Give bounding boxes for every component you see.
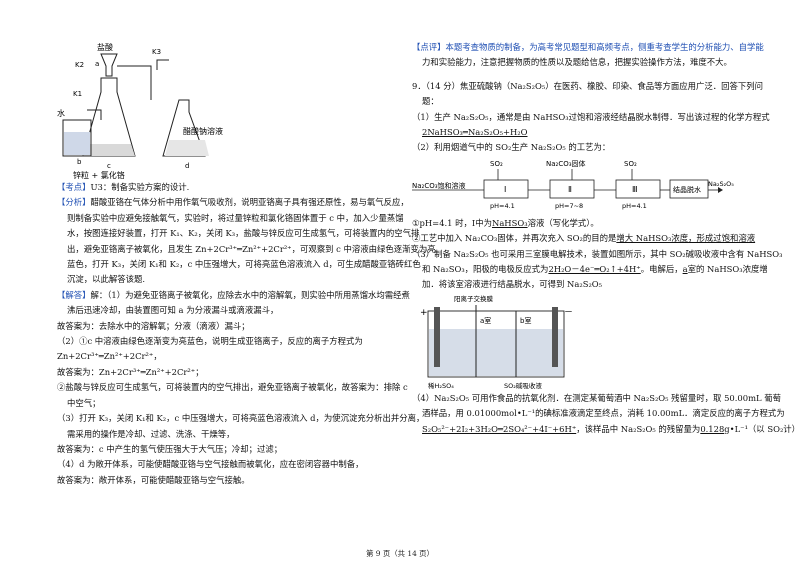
label-k3: K3 (152, 48, 161, 56)
label-absorb-liquid: SO₂碱吸收液 (504, 381, 542, 390)
text-line: Zn+2Cr³⁺═Zn²⁺+2Cr²⁺， (57, 351, 162, 362)
label-zinc: 锌粒 + 氯化铬 (73, 170, 125, 180)
text-line: 沸后迅速冷却，由装置图可知 a 为分液漏斗或滴液漏斗， (67, 305, 279, 316)
text-line: 故答案为：c 中产生的氢气使压强大于大气压；冷却；过滤； (57, 443, 283, 454)
text-line: 故答案为：去除水中的溶解氧；分液（滴液）漏斗； (57, 320, 250, 331)
q4-answer: 0.128 (700, 423, 725, 434)
label-plus: + (420, 308, 428, 318)
label-minus: － (564, 308, 573, 318)
comment-line: 力和实验能力，注意把握物质的性质以及题给信息，把握实验操作方法，难度不大。 (422, 57, 732, 68)
flow-so2-1: SO₂ (490, 160, 503, 168)
text-line: 水，按图连接好装置，打开 K₁、K₂，关闭 K₃，盐酸与锌反应可生成氢气，可将装… (67, 228, 420, 239)
q1-text: （1）生产 Na₂S₂O₅，通常是由 NaHSO₃过饱和溶液经结晶脱水制得．写出… (412, 111, 770, 122)
q3-pre: 和 Na₂SO₃，阳极的电极反应式为 (422, 264, 549, 275)
flow-ph-1: pH=4.1 (490, 202, 515, 210)
section-tag: 【考点】 (57, 182, 91, 192)
q3-answer-2: a (682, 264, 688, 275)
q4-line: S₂O₅²⁻+2I₂+3H₂O═2SO₄²⁻+4I⁻+6H⁺，该样品中 Na₂S… (412, 422, 800, 437)
q2a-post: 溶液（写化学式）。 (527, 217, 599, 228)
label-room-a: a室 (480, 316, 491, 325)
flow-na2co3-solid: Na₂CO₃固体 (546, 159, 586, 168)
flow-input-label: Na₂CO₃饱和溶液 (412, 181, 466, 190)
analysis-text: 【考点】U3：制备实验方案的设计. 【分析】醋酸亚铬在气体分析中用作氧气吸收剂，… (57, 180, 436, 488)
label-hcl: 盐酸 (97, 42, 113, 52)
label-c: c (107, 162, 111, 170)
flow-box-4-label: 结晶脱水 (673, 185, 701, 194)
q2b-pre: ②工艺中加入 Na₂CO₃固体，并再次充入 SO₂的目的是 (412, 233, 617, 244)
q2a-line: ①pH=4.1 时，Ⅰ中为NaHSO₃溶液（写化学式）。 (412, 216, 752, 231)
q2-text: （2）利用烟道气中的 SO₂生产 Na₂S₂O₅ 的工艺为： (412, 142, 611, 153)
text-line: （3）打开 K₃，关闭 K₁和 K₂，c 中压强增大，可将亮蓝色溶液流入 d，为… (57, 413, 425, 424)
label-a: a (95, 60, 99, 68)
label-membrane: 阳离子交换膜 (454, 294, 494, 303)
flow-box-1-label: Ⅰ (504, 185, 506, 194)
flow-ph-2: pH=7~8 (555, 202, 583, 210)
text-line: （4）d 为敞开体系，可能使醋酸亚铬与空气接触而被氧化，应在密闭容器中制备， (57, 459, 364, 470)
text-line: 出，避免亚铬离子被氧化，且发生 Zn+2Cr³⁺═Zn²⁺+2Cr²⁺，可观察到… (67, 243, 436, 254)
q3-answer: 2H₂O－4e⁻═O₂↑+4H⁺ (548, 264, 641, 275)
flow-box-3 (615, 179, 661, 199)
comment-line: 【点评】本题考查物质的制备，为高考常见题型和高频考点，侧重考查学生的分析能力、自… (412, 42, 764, 52)
q4-equation: S₂O₅²⁻+2I₂+3H₂O═2SO₄²⁻+4I⁻+6H⁺ (422, 423, 577, 434)
q4-line: （4）Na₂S₂O₅ 可用作食品的抗氧化剂．在测定某葡萄酒中 Na₂S₂O₅ 残… (412, 392, 781, 403)
text-line: 中空气； (67, 397, 101, 408)
text-line: 【解答】解：（1）为避免亚铬离子被氧化，应除去水中的溶解氧，则实验中所用蒸馏水均… (57, 289, 410, 300)
section-tag: 【分析】 (57, 197, 91, 208)
left-column: 盐酸 K2 K3 K1 a c 水 b d 醋酸钠溶液 锌粒 + 氯化铬 (57, 40, 436, 488)
label-d: d (185, 162, 189, 170)
electrolysis-cell-diagram: 阳离子交换膜 + － a室 b室 稀H₂SO₄ SO₂碱吸收液 (420, 294, 573, 390)
text-line: 蓝色，打开 K₃，关闭 K₁和 K₂，c 中压强增大，可将亮蓝色溶液流入 d，可… (67, 259, 421, 270)
text-line: 沉淀，以此解答该题. (67, 274, 146, 285)
q2a-answer: NaHSO₃ (491, 217, 528, 228)
q4-post: g•L⁻¹（以 SO₂计） (724, 423, 800, 434)
question-header: 题： (422, 96, 439, 107)
q3-line: 和 Na₂SO₃，阳极的电极反应式为2H₂O－4e⁻═O₂↑+4H⁺。电解后，a… (412, 262, 768, 277)
label-dilute-acid: 稀H₂SO₄ (428, 381, 454, 390)
label-room-b: b室 (520, 316, 531, 325)
section-tag: 【解答】 (57, 289, 91, 300)
q3-mid: 。电解后， (640, 264, 683, 275)
question-header: 9．（14 分）焦亚硫酸钠（Na₂S₂O₅）在医药、橡胶、印染、食品等方面应用广… (412, 80, 763, 91)
q1-answer: 2NaHSO₃═Na₂S₂O₅+H₂O (422, 127, 528, 138)
label-k2: K2 (75, 61, 84, 69)
apparatus-diagram: 盐酸 K2 K3 K1 a c 水 b d 醋酸钠溶液 锌粒 + 氯化铬 (57, 42, 223, 180)
flow-product: Na₂S₂O₅ (708, 180, 734, 188)
text-line: 【考点】U3：制备实验方案的设计. (57, 182, 190, 192)
flow-box-1 (483, 179, 529, 199)
text-line: ②盐酸与锌反应可生成氢气，可将装置内的空气排出，避免亚铬离子被氧化，故答案为：排… (57, 382, 408, 393)
q4-mid: ，该样品中 Na₂S₂O₅ 的残留量为 (576, 423, 701, 434)
flow-box-3-label: Ⅲ (632, 185, 638, 194)
label-acetate: 醋酸钠溶液 (183, 126, 223, 136)
text-line: 则制备实验中应避免接触氧气，实验时，将过量锌粒和氯化铬固体置于 c 中，加入少量… (67, 212, 404, 223)
text-line: 需采用的操作是冷却、过滤、洗涤、干燥等， (67, 428, 235, 439)
text-line: 【分析】醋酸亚铬在气体分析中用作氧气吸收剂，说明亚铬离子具有强还原性，易与氧气反… (57, 197, 409, 208)
q3-line: 加．将该室溶液进行结晶脱水，可得到 Na₂S₂O₅ (422, 279, 603, 290)
label-b: b (77, 158, 82, 166)
right-column: 【点评】本题考查物质的制备，为高考常见题型和高频考点，侧重考查学生的分析能力、自… (412, 40, 800, 437)
q2b-line: ②工艺中加入 Na₂CO₃固体，并再次充入 SO₂的目的是增大 NaHSO₃浓度… (412, 231, 756, 246)
flow-ph-3: pH=4.1 (622, 202, 647, 210)
label-k1: K1 (73, 90, 82, 98)
q4-line: 酒样品，用 0.01000mol•L⁻¹的碘标准液滴定至终点，消耗 10.00m… (422, 408, 785, 419)
process-flow-diagram: Na₂CO₃饱和溶液 Ⅰ SO₂ pH=4.1 Ⅱ Na₂CO₃固体 pH=7~… (412, 159, 734, 210)
flow-box-4 (669, 179, 709, 199)
text-line: （2）①c 中溶液由绿色逐渐变为亮蓝色，说明生成亚铬离子，反应的离子方程式为 (57, 336, 363, 347)
flow-box-2 (549, 179, 595, 199)
page-footer: 第 9 页（共 14 页） (366, 549, 434, 558)
q2a-pre: ①pH=4.1 时，Ⅰ中为 (412, 217, 492, 228)
text-line: 故答案为：敞开体系，可能使醋酸亚铬与空气接触。 (57, 474, 250, 485)
q2b-answer: 增大 NaHSO₃浓度，形成过饱和溶液 (616, 233, 756, 244)
flow-so2-2: SO₂ (624, 160, 637, 168)
text-line: 故答案为：Zn+2Cr³⁺═Zn²⁺+2Cr²⁺； (57, 366, 204, 377)
q3-post: 室的 NaHSO₃浓度增 (687, 264, 768, 275)
label-water: 水 (57, 108, 65, 118)
q3-line: （3）制备 Na₂S₂O₅ 也可采用三室膜电解技术，装置如图所示，其中 SO₂碱… (412, 248, 783, 259)
flow-box-2-label: Ⅱ (568, 185, 572, 194)
